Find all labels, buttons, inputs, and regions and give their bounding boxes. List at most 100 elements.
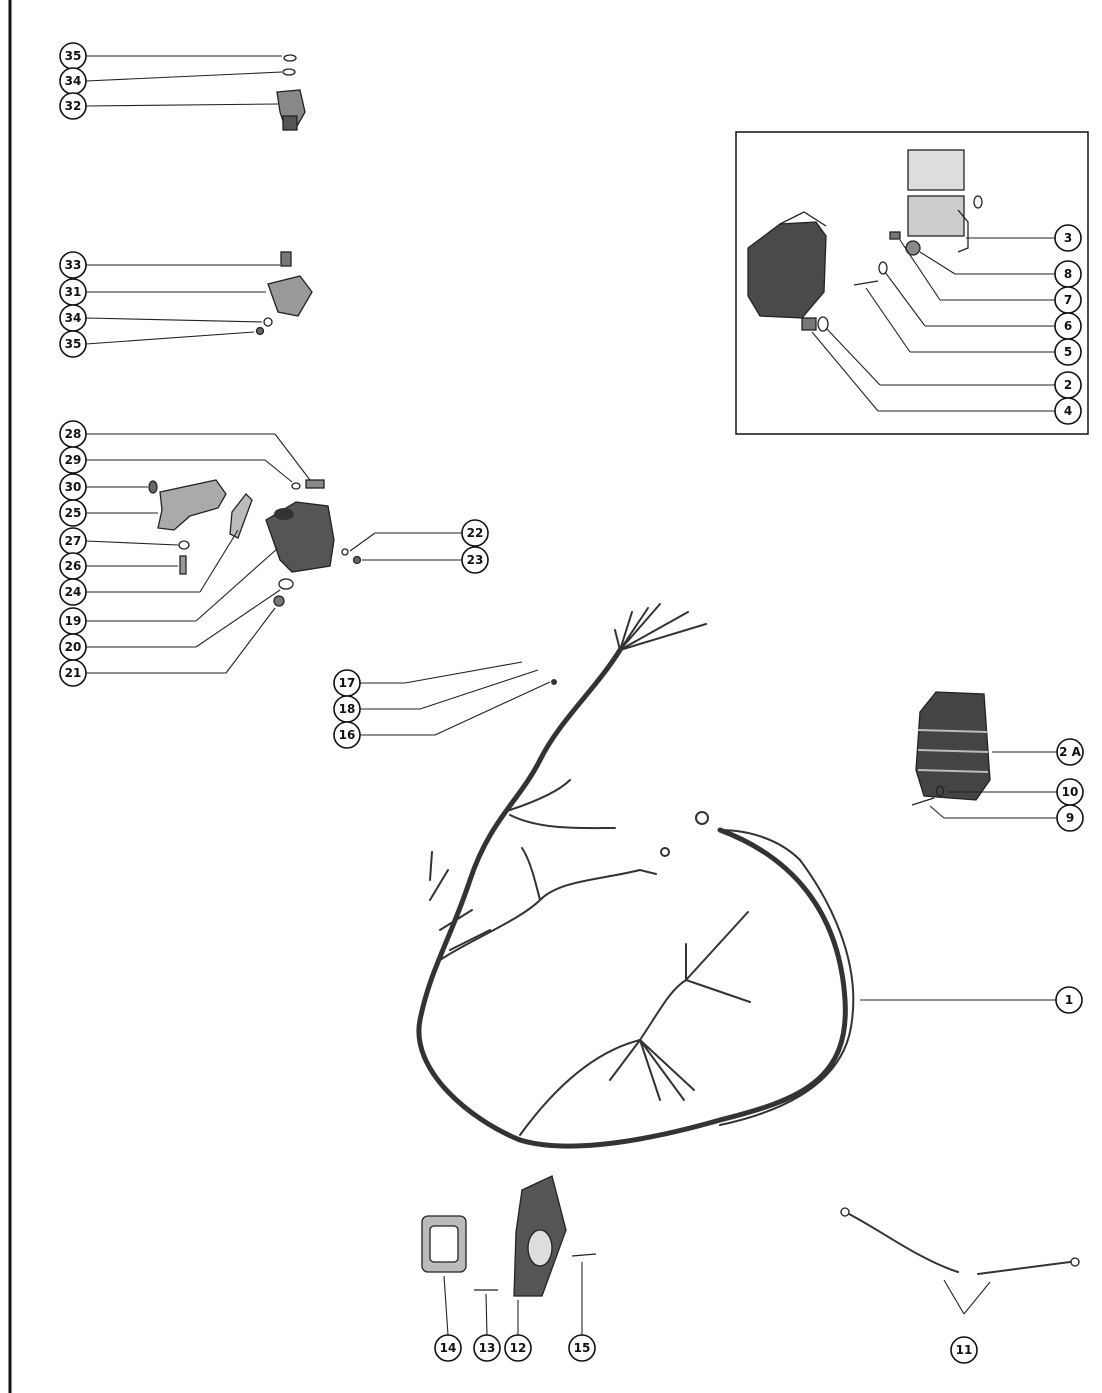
callout-32: 32 bbox=[59, 92, 87, 120]
rectifier-icon bbox=[747, 149, 983, 332]
callout-19: 19 bbox=[59, 607, 87, 635]
callout-34b: 34 bbox=[59, 304, 87, 332]
callout-11: 11 bbox=[950, 1336, 978, 1364]
callout-circle bbox=[1054, 224, 1082, 252]
callout-23: 23 bbox=[461, 546, 489, 574]
callout-number: 31 bbox=[65, 285, 82, 299]
callout-5: 5 bbox=[1054, 338, 1082, 366]
callout-number: 9 bbox=[1066, 811, 1074, 825]
callout-number: 30 bbox=[65, 480, 82, 494]
terminal-block-icon bbox=[255, 251, 313, 336]
ground-strap-icon bbox=[840, 1207, 1080, 1275]
callout-circle bbox=[59, 330, 87, 358]
inset-box bbox=[735, 131, 1089, 435]
callout-circle bbox=[59, 659, 87, 687]
callout-27: 27 bbox=[59, 527, 87, 555]
callout-1: 1 bbox=[1055, 986, 1083, 1014]
callout-circle bbox=[59, 499, 87, 527]
leader-lines bbox=[85, 55, 1057, 1336]
callout-circle bbox=[1055, 986, 1083, 1014]
callout-circle bbox=[59, 578, 87, 606]
callout-number: 27 bbox=[65, 534, 82, 548]
callout-number: 19 bbox=[65, 614, 82, 628]
callout-number: 23 bbox=[467, 553, 484, 567]
callout-number: 18 bbox=[339, 702, 356, 716]
callout-circle bbox=[568, 1334, 596, 1362]
callout-31: 31 bbox=[59, 278, 87, 306]
callout-12: 12 bbox=[504, 1334, 532, 1362]
callout-number: 11 bbox=[956, 1343, 973, 1357]
callout-number: 33 bbox=[65, 258, 82, 272]
callout-26: 26 bbox=[59, 552, 87, 580]
callout-number: 10 bbox=[1062, 785, 1079, 799]
callout-29: 29 bbox=[59, 446, 87, 474]
callout-number: 8 bbox=[1064, 267, 1072, 281]
terminal-stud-icon bbox=[276, 54, 306, 131]
callout-number: 14 bbox=[440, 1341, 457, 1355]
callout-labels: 3534323331343528293025272624192021222317… bbox=[59, 42, 1084, 1364]
callout-24: 24 bbox=[59, 578, 87, 606]
callout-25: 25 bbox=[59, 499, 87, 527]
callout-number: 5 bbox=[1064, 345, 1072, 359]
callout-28: 28 bbox=[59, 420, 87, 448]
callout-number: 25 bbox=[65, 506, 82, 520]
callout-circle bbox=[1054, 338, 1082, 366]
callout-18: 18 bbox=[333, 695, 361, 723]
callout-number: 34 bbox=[65, 74, 82, 88]
callout-13: 13 bbox=[473, 1334, 501, 1362]
callout-number: 17 bbox=[339, 676, 356, 690]
callout-4: 4 bbox=[1054, 397, 1082, 425]
callout-circle bbox=[461, 546, 489, 574]
callout-7: 7 bbox=[1054, 286, 1082, 314]
callout-number: 6 bbox=[1064, 319, 1072, 333]
callout-14: 14 bbox=[434, 1334, 462, 1362]
callout-number: 2 bbox=[1064, 378, 1072, 392]
callout-34a: 34 bbox=[59, 67, 87, 95]
grommet-icon bbox=[421, 1215, 467, 1273]
callout-number: 29 bbox=[65, 453, 82, 467]
callout-17: 17 bbox=[333, 669, 361, 697]
callout-circle bbox=[434, 1334, 462, 1362]
callout-35b: 35 bbox=[59, 330, 87, 358]
callout-circle bbox=[1056, 804, 1084, 832]
callout-number: 12 bbox=[510, 1341, 527, 1355]
callout-number: 35 bbox=[65, 337, 82, 351]
callout-number: 7 bbox=[1064, 293, 1072, 307]
callout-number: 22 bbox=[467, 526, 484, 540]
callout-number: 35 bbox=[65, 49, 82, 63]
callout-circle bbox=[950, 1336, 978, 1364]
callout-number: 15 bbox=[574, 1341, 591, 1355]
callout-16: 16 bbox=[333, 721, 361, 749]
callout-circle bbox=[59, 92, 87, 120]
callout-6: 6 bbox=[1054, 312, 1082, 340]
callout-circle bbox=[59, 446, 87, 474]
callout-2a: 2 A bbox=[1056, 738, 1084, 766]
callout-circle bbox=[461, 519, 489, 547]
callout-circle bbox=[1056, 738, 1084, 766]
callout-15: 15 bbox=[568, 1334, 596, 1362]
callout-circle bbox=[1054, 397, 1082, 425]
callout-20: 20 bbox=[59, 633, 87, 661]
callout-number: 26 bbox=[65, 559, 82, 573]
callout-number: 16 bbox=[339, 728, 356, 742]
callout-2: 2 bbox=[1054, 371, 1082, 399]
callout-circle bbox=[59, 251, 87, 279]
callout-number: 2 A bbox=[1059, 745, 1082, 759]
callout-35a: 35 bbox=[59, 42, 87, 70]
rectifier-finned-icon bbox=[911, 691, 991, 806]
callout-number: 13 bbox=[479, 1341, 496, 1355]
callout-33: 33 bbox=[59, 251, 87, 279]
callout-number: 1 bbox=[1065, 993, 1073, 1007]
callout-number: 32 bbox=[65, 99, 82, 113]
solenoid-icon bbox=[148, 479, 362, 607]
wiring-harness-icon bbox=[416, 603, 855, 1149]
callout-number: 21 bbox=[65, 666, 82, 680]
callout-circle bbox=[504, 1334, 532, 1362]
callout-21: 21 bbox=[59, 659, 87, 687]
callout-number: 3 bbox=[1064, 231, 1072, 245]
callout-number: 24 bbox=[65, 585, 82, 599]
callout-30: 30 bbox=[59, 473, 87, 501]
callout-number: 20 bbox=[65, 640, 82, 654]
callout-number: 28 bbox=[65, 427, 82, 441]
